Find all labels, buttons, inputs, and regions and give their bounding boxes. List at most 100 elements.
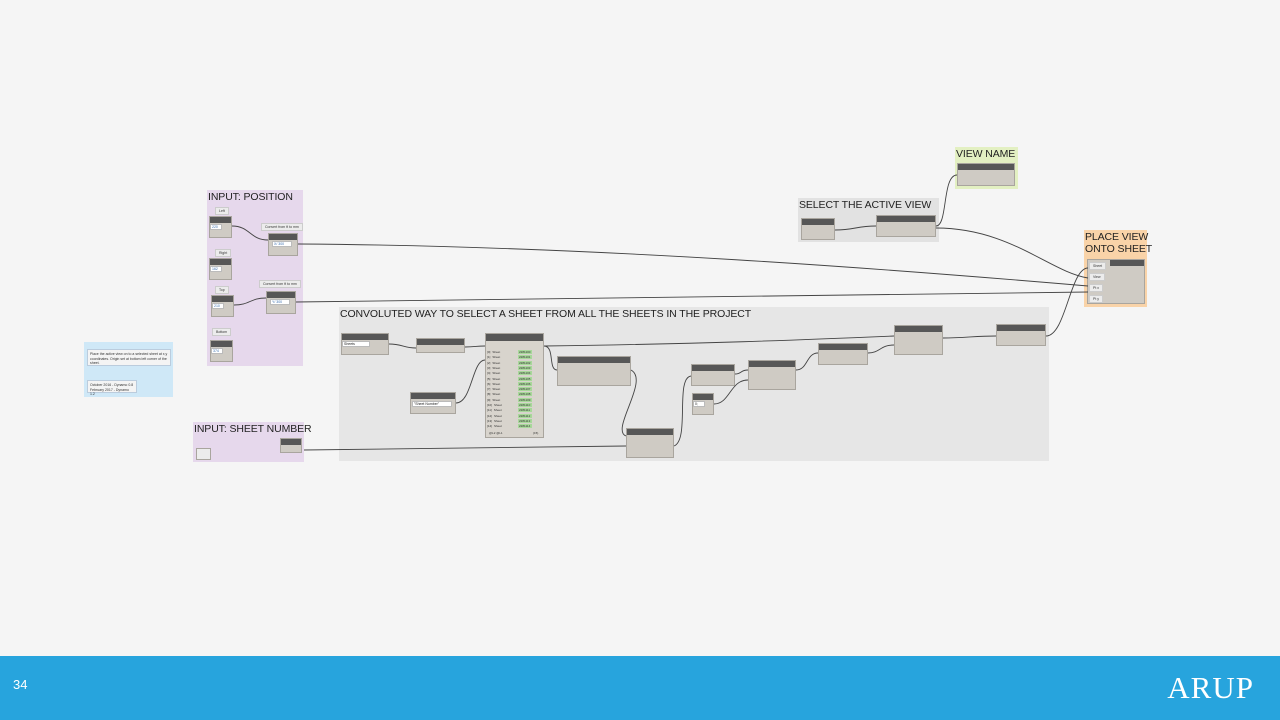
- code-block-x-value[interactable]: X/ 300: [272, 241, 292, 247]
- list-item-value: 2281102: [518, 360, 532, 365]
- slider-value-right[interactable]: 162: [210, 266, 222, 272]
- port-pt-x[interactable]: Pt x: [1089, 284, 1104, 292]
- list-item-value: 2281107: [518, 387, 532, 392]
- convert-label-x: Convert from ft to mm: [261, 223, 303, 231]
- port-pt-y[interactable]: Pt y: [1089, 295, 1104, 303]
- node-header: [411, 393, 455, 399]
- node-header: [211, 341, 232, 347]
- document-current-node[interactable]: [801, 218, 835, 240]
- node-header: [486, 334, 543, 341]
- string-node-value[interactable]: "Sheet Number": [412, 401, 452, 407]
- get-parameter-node[interactable]: [557, 356, 631, 386]
- node-header: [281, 439, 301, 445]
- code-block-index-value[interactable]: 0;: [693, 401, 705, 407]
- wire: [935, 174, 958, 227]
- list-item-index: [11]: [487, 408, 492, 413]
- node-header: [997, 325, 1045, 331]
- list-item-label: Sheet: [492, 376, 501, 381]
- index-of-node[interactable]: [626, 428, 674, 458]
- list-item-value: 2281112: [518, 413, 532, 418]
- list-item-value: 2281106: [518, 381, 532, 386]
- note-dates: October 2016 - Dynamo 0.8 February 2017 …: [87, 380, 137, 396]
- note-description: Place the active view on to a selected s…: [87, 349, 171, 366]
- group-title: SELECT THE ACTIVE VIEW: [799, 199, 932, 211]
- get-item-node-3[interactable]: [894, 325, 943, 355]
- all-elements-of-category-node[interactable]: [416, 338, 465, 353]
- node-header: [749, 361, 795, 367]
- code-block-y-value[interactable]: Y/ 300: [270, 299, 290, 305]
- list-item-value: 2281103: [518, 365, 532, 370]
- list-item-index: [13]: [487, 418, 493, 423]
- list-footer: @L2 @L1: [489, 431, 503, 435]
- slide-footer: 34 ARUP: [0, 656, 1280, 720]
- list-item-index: [9]: [487, 397, 491, 402]
- list-item-label: Sheet: [493, 408, 502, 413]
- node-header: [558, 357, 630, 363]
- get-item-node-2[interactable]: [748, 360, 796, 390]
- view-name-node[interactable]: [957, 163, 1015, 186]
- list-flatten-node[interactable]: [818, 343, 868, 365]
- list-item-index: [10]: [487, 403, 493, 407]
- input-label-left: Left: [215, 207, 229, 215]
- node-header: [693, 394, 713, 400]
- list-item-label: Sheet: [492, 365, 501, 370]
- sheet-number-input[interactable]: [196, 448, 211, 460]
- list-item-index: [1]: [487, 355, 491, 360]
- node-header: [210, 217, 231, 223]
- dynamo-canvas[interactable]: INPUT: POSITION Left 220 Right 162 Top 2…: [0, 0, 1280, 656]
- number-node-sheet[interactable]: [280, 438, 302, 453]
- port-view[interactable]: View: [1089, 273, 1105, 281]
- list-item: [3]Sheet 2281103: [487, 365, 532, 370]
- list-item-index: [0]: [487, 350, 491, 354]
- list-item-label: Sheet: [492, 350, 501, 354]
- list-item-value: 2281114: [518, 424, 532, 429]
- list-item-label: Sheet: [492, 381, 501, 386]
- list-item-index: [8]: [487, 392, 491, 397]
- wire: [1045, 267, 1089, 337]
- port-sheet[interactable]: Sheet: [1089, 262, 1107, 270]
- list-item-value: 2281100: [518, 350, 532, 354]
- list-item-index: [6]: [487, 381, 491, 386]
- list-item-value: 2281108: [518, 392, 532, 397]
- list-item-label: Sheet: [492, 355, 501, 360]
- node-header: [819, 344, 867, 350]
- list-item: [5]Sheet 2281105: [487, 376, 532, 381]
- group-title: INPUT: SHEET NUMBER: [194, 423, 312, 435]
- list-item-label: Sheet: [494, 403, 502, 407]
- node-header: [877, 216, 935, 222]
- list-item-label: Sheet: [492, 371, 501, 376]
- list-item-index: [7]: [487, 387, 491, 392]
- list-item-value: 2281105: [518, 376, 532, 381]
- wire: [297, 243, 1089, 287]
- node-header: [210, 259, 231, 265]
- node-header: [692, 365, 734, 371]
- list-item-index: [3]: [487, 365, 491, 370]
- slider-value-bottom[interactable]: 374: [211, 348, 223, 354]
- get-item-node-1[interactable]: [691, 364, 735, 386]
- sheet-output-node[interactable]: [996, 324, 1046, 346]
- categories-dropdown[interactable]: Sheets: [342, 341, 370, 347]
- active-view-node[interactable]: [876, 215, 936, 237]
- list-item: [2]Sheet 2281102: [487, 360, 532, 365]
- list-item-label: Sheet: [494, 413, 502, 418]
- input-label-bottom: Bottom: [212, 328, 232, 336]
- list-item-label: Sheet: [494, 418, 502, 423]
- arup-logo: ARUP: [1167, 670, 1254, 705]
- slider-value-top[interactable]: 210: [212, 303, 224, 309]
- list-item-label: Sheet: [492, 360, 501, 365]
- list-item-index: [14]: [487, 424, 493, 429]
- list-item: [6]Sheet 2281106: [487, 381, 532, 386]
- list-item-index: [4]: [487, 371, 491, 376]
- list-item-index: [5]: [487, 376, 491, 381]
- list-item-index: [2]: [487, 360, 491, 365]
- slider-value-left[interactable]: 220: [210, 224, 222, 230]
- list-item-value: 2281111: [518, 408, 532, 413]
